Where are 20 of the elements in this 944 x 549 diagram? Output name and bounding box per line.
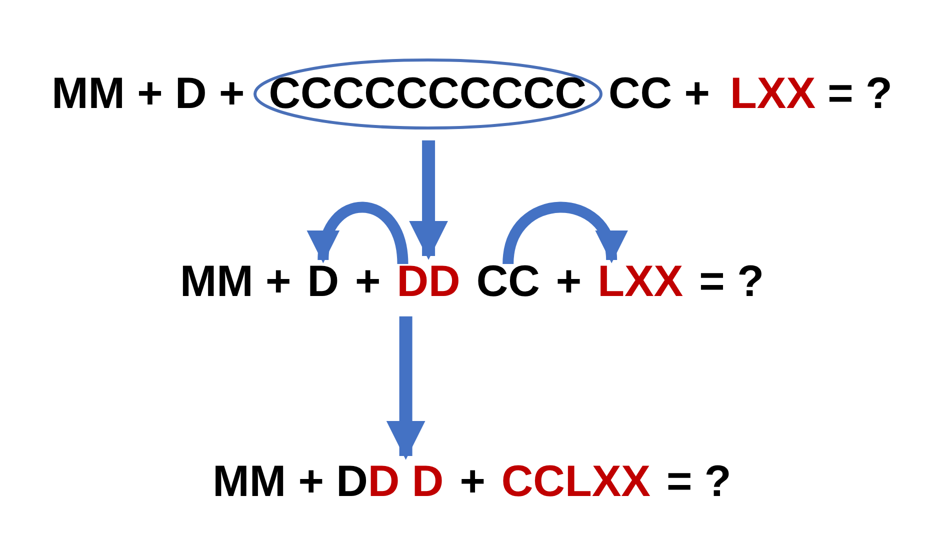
- down-arrow: [409, 140, 448, 260]
- equation-text: +: [460, 458, 486, 506]
- equation-text: +: [556, 258, 582, 306]
- highlighted-numeral-text: CCLXX: [501, 458, 651, 506]
- equation-text: CC: [476, 258, 540, 306]
- equation-text: = ?: [699, 258, 764, 306]
- equation-text: = ?: [828, 70, 892, 118]
- equation-text: CC +: [608, 70, 710, 118]
- equation-text: = ?: [666, 458, 732, 506]
- curved-arrow: [310, 202, 408, 264]
- equation-text: D: [307, 258, 340, 306]
- equation-text: MM + D: [212, 458, 368, 506]
- equation-text: MM + D +: [52, 70, 245, 118]
- highlighted-numeral-text: DD: [396, 258, 460, 306]
- equation-text: MM +: [180, 258, 292, 306]
- highlighted-numeral-text: LXX: [730, 70, 816, 118]
- equation-text: +: [355, 258, 381, 306]
- highlighted-numeral-text: LXX: [598, 258, 684, 306]
- highlighted-numeral-text: D D: [368, 458, 444, 506]
- down-arrow: [386, 316, 426, 460]
